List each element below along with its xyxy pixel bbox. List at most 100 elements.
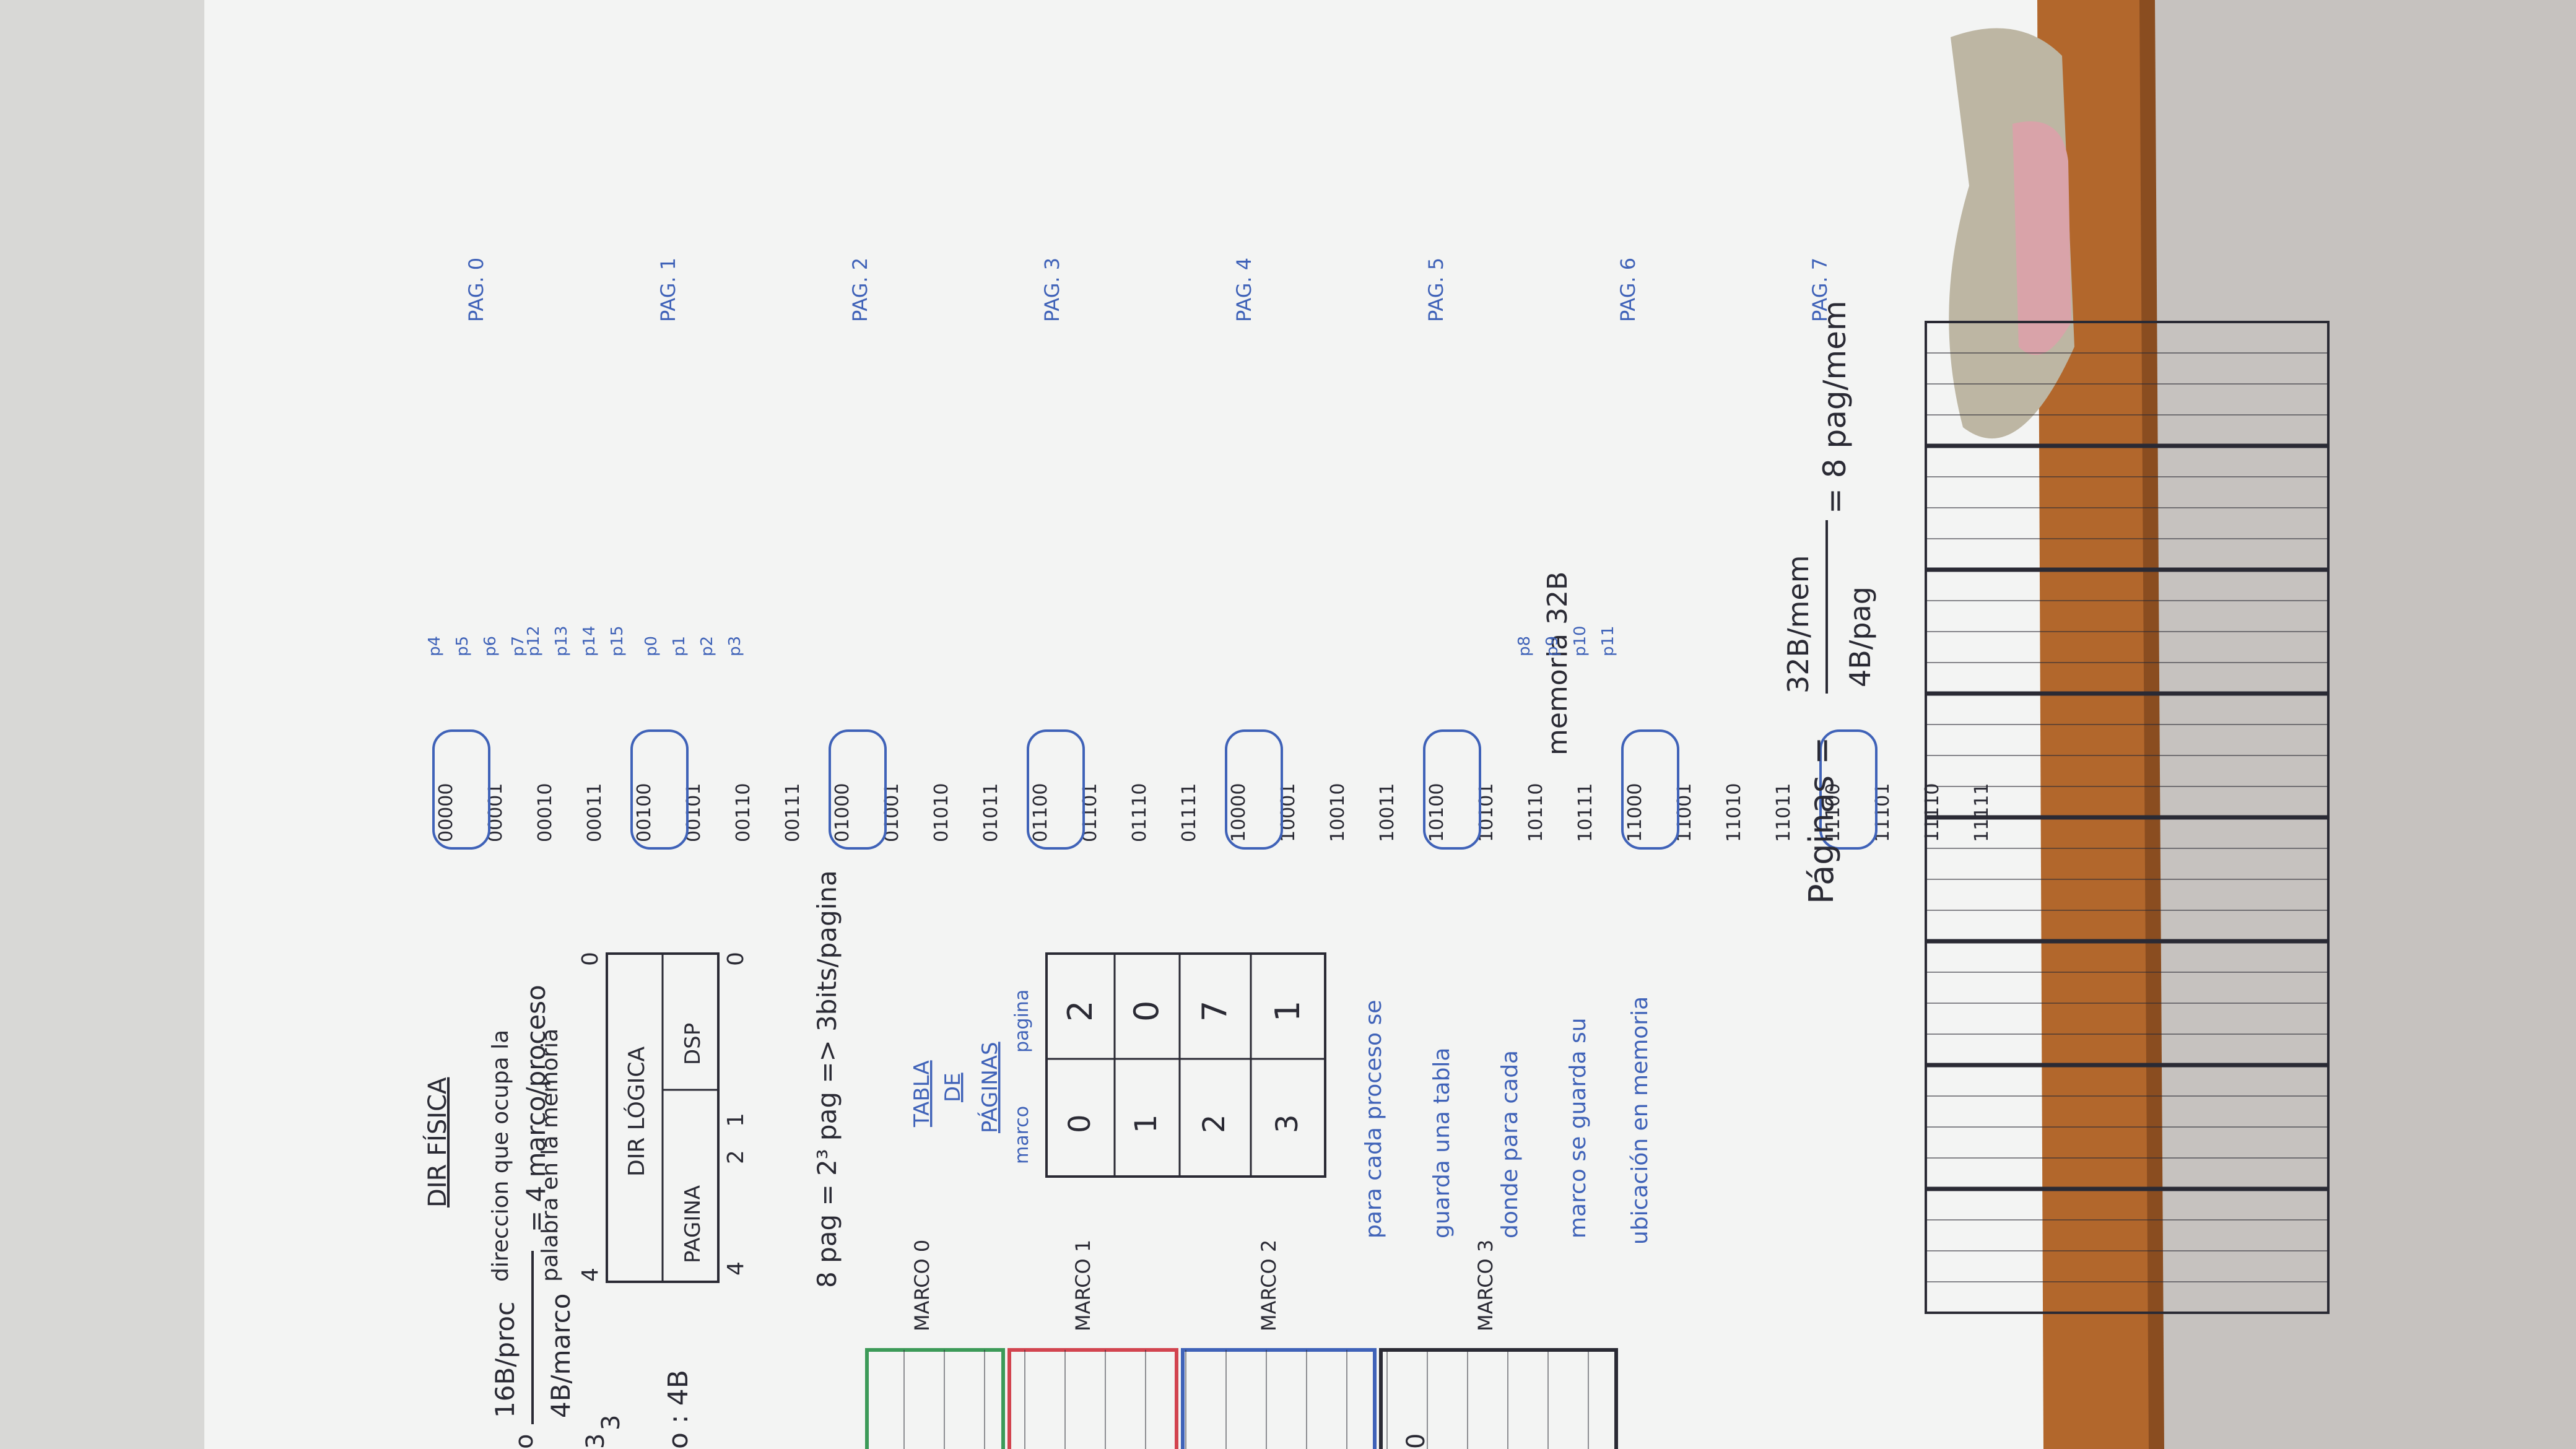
memory-address: 01100	[1030, 783, 1051, 842]
memory-word-label: p15	[608, 625, 627, 656]
page-table-marco-cell: 1	[1129, 1114, 1164, 1133]
memory-address: 01011	[980, 783, 1002, 842]
page-table-pagina-cell: 1	[1268, 1001, 1307, 1022]
memory-address: 10000	[1228, 783, 1250, 842]
memory-word-label: p2	[698, 636, 716, 656]
memory-word-label: p7	[509, 636, 528, 656]
bit-1: 1	[723, 1113, 749, 1127]
memory-word-label: p6	[481, 636, 500, 656]
page-table-marco-cell: 2	[1197, 1114, 1232, 1133]
memory-address: 00000	[435, 783, 457, 842]
memory-word-label: p3	[726, 636, 744, 656]
marco-0-label: MARCO 0	[910, 1240, 934, 1331]
size-label: o : 4B	[663, 1370, 694, 1449]
page-table-pagina-cell: 2	[1061, 1001, 1100, 1022]
marco-frames: MARCO 0 MARCO 1 MARCO 2 MARCO 3	[865, 1240, 1618, 1449]
left-notes: DIR FÍSICA direccion que ocupa la palabr…	[422, 870, 1430, 1449]
memory-address: 00010	[534, 783, 556, 842]
memory-word-label: p0	[642, 636, 661, 656]
page-table-grid	[1045, 952, 1326, 1178]
marco-2-label: MARCO 2	[1257, 1240, 1281, 1331]
left-note-line1: direccion que ocupa la	[488, 1030, 513, 1282]
memory-row-lines	[1926, 352, 2328, 1282]
page-address-group	[1225, 729, 1283, 850]
page-table-title2: DE	[941, 1073, 965, 1102]
bit-0-bottom: 0	[723, 952, 749, 966]
memory-address: 00110	[733, 783, 754, 842]
edge-3a: 3	[581, 1434, 610, 1449]
bit-0-top: 0	[578, 952, 603, 966]
memory-address: 00100	[633, 783, 655, 842]
memory-word-label: p11	[1599, 625, 1617, 656]
memory-word-label: p8	[1515, 636, 1534, 656]
memory-address: 11111	[1971, 783, 1993, 842]
page-label: PAG. 4	[1232, 258, 1256, 322]
memory-address: 00111	[782, 783, 804, 842]
memory-address: 01000	[832, 783, 853, 842]
frames-formula-lead: o	[510, 1434, 539, 1449]
blue-note-line2: guarda una tabla	[1429, 1048, 1455, 1238]
marco-2-blue-strip	[1181, 1348, 1377, 1449]
page-table-pagina-cell: 0	[1127, 1001, 1166, 1022]
edge-3b: 3	[597, 1415, 625, 1430]
memory-address: 10011	[1377, 783, 1398, 842]
blue-note-line3: donde para cada	[1497, 1050, 1523, 1238]
memory-word-label: p9	[1543, 636, 1562, 656]
blue-note: para cada proceso se guarda una tabla do…	[1361, 996, 1653, 1245]
memory-word-label: p14	[580, 625, 599, 656]
pages-formula-numerator: 32B/mem	[1782, 555, 1815, 694]
bit-4-top: 4	[578, 1268, 603, 1282]
page-address-group	[1819, 729, 1878, 850]
page-label: PAG. 6	[1616, 258, 1640, 322]
memory-title: memoria 32B	[1542, 572, 1573, 755]
memory-diagram	[1925, 321, 2330, 1314]
marco-3-label: MARCO 3	[1474, 1240, 1497, 1331]
marco-0-green-strip	[865, 1348, 1005, 1449]
blue-note-line5: ubicación en memoria	[1627, 996, 1653, 1245]
memory-address: 11100	[1822, 783, 1844, 842]
page-label: PAG. 7	[1808, 258, 1832, 322]
marco-1-red-strip	[1007, 1348, 1178, 1449]
page-label: PAG. 0	[464, 258, 488, 322]
blue-note-line1: para cada proceso se	[1361, 1000, 1386, 1238]
memory-address: 10111	[1575, 783, 1596, 842]
page-table-title3: PÁGINAS	[977, 1042, 1003, 1133]
memory-address: 11010	[1723, 783, 1745, 842]
page-label: PAG. 3	[1040, 258, 1064, 322]
marco-1-label: MARCO 1	[1071, 1240, 1095, 1331]
memory-address: 10100	[1426, 783, 1448, 842]
bit-2: 2	[723, 1150, 749, 1164]
pages-bits-formula: 8 pag = 2³ pag => 3bits/pagina	[812, 870, 842, 1288]
left-note-line2: palabra en la memoria	[537, 1029, 563, 1282]
memory-address: 00011	[584, 783, 606, 842]
page-label: PAG. 2	[848, 258, 872, 322]
page-address-group	[1621, 729, 1679, 850]
pages-formula-lead: Páginas =	[1802, 737, 1841, 904]
page-table-marco-cell: 3	[1270, 1114, 1305, 1133]
page-address-group	[829, 729, 887, 850]
marco-3-black-strip	[1379, 1348, 1618, 1449]
memory-address: 10010	[1327, 783, 1349, 842]
pages-formula: Páginas = 32B/mem 4B/pag = 8 pag/mem	[1782, 300, 1877, 904]
memory-address: 11110	[1921, 783, 1943, 842]
page-table-pagina-cell: 7	[1195, 1001, 1234, 1022]
format-top-label: DIR LÓGICA	[624, 1046, 650, 1177]
page-table-title1: TABLA	[910, 1060, 934, 1128]
page-address-group	[432, 729, 490, 850]
frames-formula: o 16B/proc 4B/marco = 4 marco/proceso	[490, 985, 576, 1449]
memory-address: 01111	[1178, 783, 1200, 842]
frames-formula-numerator: 16B/proc	[490, 1302, 520, 1418]
whiteboard-surface	[204, 0, 2062, 1449]
frames-formula-denominator: 4B/marco	[546, 1294, 576, 1418]
pages-formula-denominator: 4B/pag	[1843, 586, 1877, 687]
memory-address: 01010	[931, 783, 952, 842]
memory-word-label: p5	[453, 636, 472, 656]
eraser-cloth-pink	[2012, 121, 2071, 355]
